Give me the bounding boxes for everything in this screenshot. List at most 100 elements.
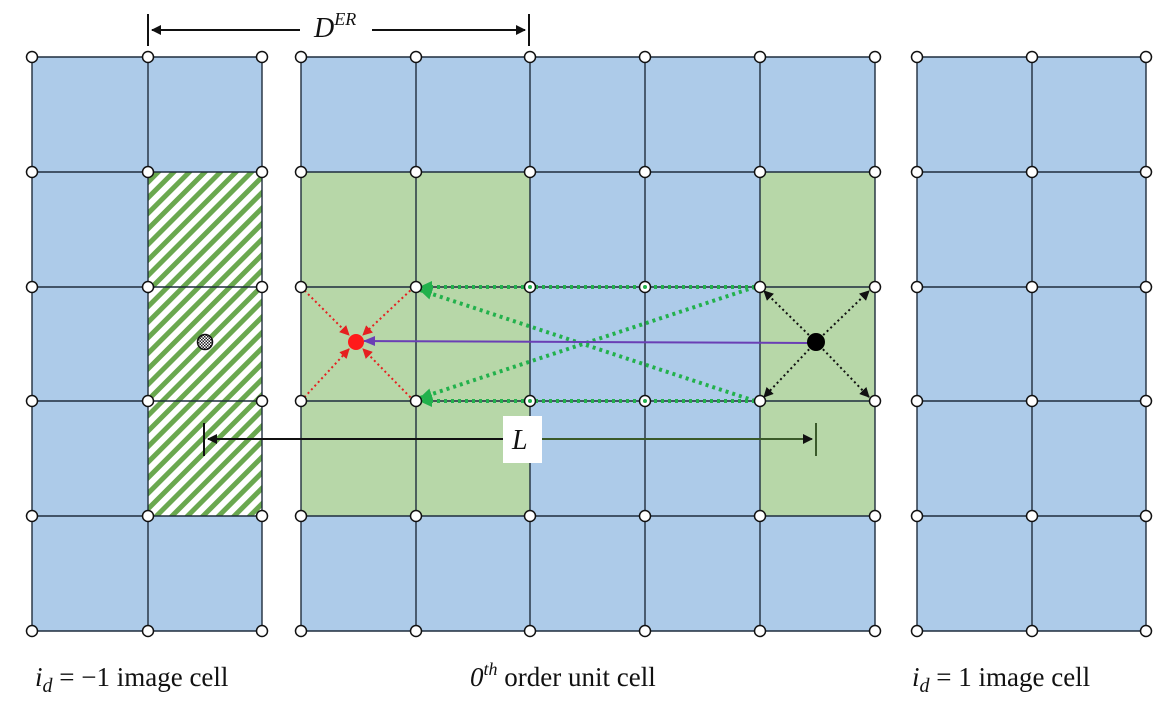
cell-2-0-0 — [917, 57, 1032, 172]
cell-1-2-1 — [416, 287, 530, 401]
center-cell-caption: 0th order unit cell — [470, 659, 656, 692]
grid-node — [409, 50, 423, 64]
grid-node — [294, 50, 308, 64]
cell-0-1-0 — [32, 172, 148, 287]
black-arrow-to-top-right — [815, 290, 870, 343]
grid-node — [141, 624, 155, 638]
black-arrow-to-top-left — [763, 290, 817, 343]
grid-node — [910, 624, 924, 638]
green-trace-dot — [643, 399, 647, 403]
cell-2-3-0 — [917, 401, 1032, 516]
cell-1-4-2 — [530, 516, 645, 631]
cell-1-1-3 — [645, 172, 760, 287]
arrows-layer — [300, 281, 870, 407]
cell-0-0-0 — [32, 57, 148, 172]
grid-node — [753, 624, 767, 638]
grid-node — [638, 509, 652, 523]
cell-0-0-1 — [148, 57, 262, 172]
grid-node — [255, 509, 269, 523]
cell-1-0-4 — [760, 57, 875, 172]
grid-node — [638, 50, 652, 64]
cell-0-2-0 — [32, 287, 148, 401]
grid-node — [255, 280, 269, 294]
grid-node — [868, 50, 882, 64]
grid-node — [141, 165, 155, 179]
cell-2-4-1 — [1032, 516, 1146, 631]
grid-node — [294, 509, 308, 523]
grid-node — [910, 509, 924, 523]
grid-node — [255, 50, 269, 64]
grid-node — [638, 165, 652, 179]
grid-nodes — [25, 50, 1153, 638]
grid-node — [1139, 50, 1153, 64]
cell-1-3-2 — [530, 401, 645, 516]
grid-node — [868, 280, 882, 294]
grid-node — [25, 50, 39, 64]
grid-node — [255, 165, 269, 179]
cell-1-0-3 — [645, 57, 760, 172]
purple-arrow — [363, 336, 810, 347]
cell-1-1-0 — [301, 172, 416, 287]
grid-node — [753, 280, 767, 294]
grid-node — [409, 624, 423, 638]
grid-node — [141, 50, 155, 64]
grid-node — [868, 394, 882, 408]
grid-node — [523, 165, 537, 179]
grid-node — [294, 165, 308, 179]
red-arrow-from-top-right — [362, 286, 415, 336]
cell-2-2-1 — [1032, 287, 1146, 401]
grid-node — [868, 509, 882, 523]
red-arrow-from-bottom-right — [362, 348, 415, 402]
red-arrow-from-bottom-left — [300, 348, 350, 402]
grid-node — [141, 509, 155, 523]
grid-node — [910, 165, 924, 179]
grid-node — [25, 509, 39, 523]
grid-node — [1139, 509, 1153, 523]
grid-node — [255, 624, 269, 638]
cell-0-4-0 — [32, 516, 148, 631]
grid-node — [255, 394, 269, 408]
left-image-cell — [31, 56, 263, 632]
grid-node — [523, 509, 537, 523]
grid-node — [1139, 624, 1153, 638]
cell-0-3-0 — [32, 401, 148, 516]
cell-2-0-1 — [1032, 57, 1146, 172]
grid-node — [409, 165, 423, 179]
cell-1-1-1 — [416, 172, 530, 287]
cell-2-4-0 — [917, 516, 1032, 631]
grid-node — [25, 624, 39, 638]
grid-node — [294, 280, 308, 294]
grid-node — [1139, 165, 1153, 179]
grid-node — [868, 165, 882, 179]
grid-node — [1025, 509, 1039, 523]
green-trace-dot — [528, 399, 532, 403]
cell-1-0-2 — [530, 57, 645, 172]
grid-node — [25, 280, 39, 294]
left-cell-caption: id = −1 image cell — [35, 662, 228, 697]
cell-1-0-1 — [416, 57, 530, 172]
cell-0-4-1 — [148, 516, 262, 631]
grid-node — [25, 165, 39, 179]
cell-2-1-0 — [917, 172, 1032, 287]
grid-node — [1025, 624, 1039, 638]
red-arrow-from-top-left — [300, 286, 350, 336]
grid-node — [753, 50, 767, 64]
cell-0-1-1 — [148, 172, 262, 287]
grid-node — [141, 280, 155, 294]
green-trace-dot — [643, 285, 647, 289]
cell-1-1-4 — [760, 172, 875, 287]
black-source-point — [807, 333, 825, 351]
length-label-box — [503, 416, 542, 463]
cell-0-3-1 — [148, 401, 262, 516]
grid-node — [294, 394, 308, 408]
cell-1-4-3 — [645, 516, 760, 631]
grid-node — [294, 624, 308, 638]
image-point-checkered — [196, 333, 214, 351]
green-arrow-diag-up — [419, 288, 756, 403]
grid-node — [910, 50, 924, 64]
grid-node — [409, 280, 423, 294]
grid-node — [523, 50, 537, 64]
cell-1-4-4 — [760, 516, 875, 631]
center-unit-cell — [300, 56, 876, 632]
grid-node — [1139, 394, 1153, 408]
